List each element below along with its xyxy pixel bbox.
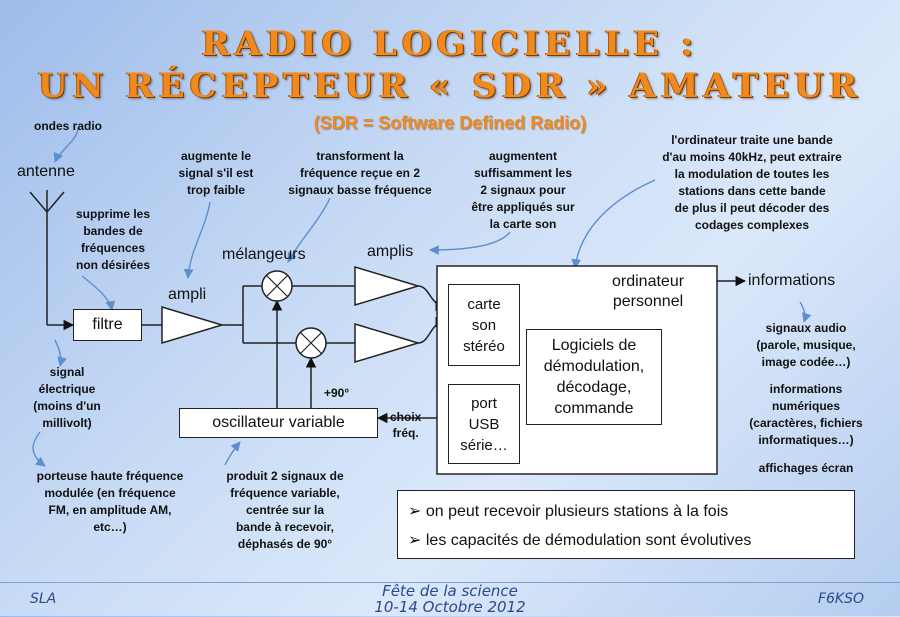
note-arrow-produit xyxy=(224,441,241,466)
ampli-triangle xyxy=(161,305,225,345)
note-arrow-augmentent xyxy=(429,231,511,255)
carte-son-box: carte son stéréo xyxy=(448,284,520,366)
note-arrow-augmente xyxy=(183,201,211,279)
footer-right: F6KSO xyxy=(817,591,864,607)
chevron-right-icon: ➢ xyxy=(408,503,426,520)
subtitle: (SDR = Software Defined Radio) xyxy=(313,113,587,133)
note-arrow-supprime xyxy=(81,275,116,311)
logiciels-box: Logiciels de démodulation, décodage, com… xyxy=(526,329,662,425)
label-melangeurs: mélangeurs xyxy=(222,246,306,263)
label-ampli: ampli xyxy=(168,286,207,303)
label-amplis: amplis xyxy=(367,243,414,260)
chevron-right-icon: ➢ xyxy=(408,532,426,549)
mixer-i xyxy=(261,270,293,302)
bullet-item: ➢ les capacités de démodulation sont évo… xyxy=(408,532,752,549)
note-arrow-transforment xyxy=(287,197,331,263)
note-arrows xyxy=(32,127,812,467)
label-ondes-radio: ondes radio xyxy=(34,119,103,133)
label-choix-freq: choix fréq. xyxy=(390,410,422,440)
footer: SLA Fête de la science 10-14 Octobre 201… xyxy=(0,582,900,617)
note-arrow-ordinateur xyxy=(571,179,656,269)
bullet-item: ➢ on peut recevoir plusieurs stations à … xyxy=(408,503,729,520)
note-signaux-audio: signaux audio(parole, musique,image codé… xyxy=(756,321,856,369)
note-arrow-signal xyxy=(54,339,67,367)
ampli-i-triangle xyxy=(354,265,421,307)
note-affichages: affichages écran xyxy=(758,461,854,475)
label-informations: informations xyxy=(748,272,836,289)
note-arrow-ondes xyxy=(53,127,79,163)
label-ordinateur-personnel: ordinateur personnel xyxy=(612,273,685,310)
label-plus-90: +90° xyxy=(324,386,350,400)
note-arrow-porteuse xyxy=(32,431,46,467)
footer-left: SLA xyxy=(30,591,57,607)
filtre-box: filtre xyxy=(73,309,142,341)
port-usb-box: port USB série… xyxy=(448,384,520,464)
antenna-symbol xyxy=(29,190,65,325)
mixer-q xyxy=(295,327,327,359)
note-arrow-informations xyxy=(799,301,812,323)
title-line-2: UN RÉCEPTEUR « SDR » AMATEUR xyxy=(37,66,863,106)
ampli-q-triangle xyxy=(354,322,421,364)
footer-center: Fête de la science 10-14 Octobre 2012 xyxy=(374,582,526,616)
oscillateur-box: oscillateur variable xyxy=(179,408,378,438)
title-line-1: RADIO LOGICIELLE : xyxy=(201,24,699,64)
conclusion-box: ➢ on peut recevoir plusieurs stations à … xyxy=(397,490,855,559)
label-antenne: antenne xyxy=(17,163,75,180)
